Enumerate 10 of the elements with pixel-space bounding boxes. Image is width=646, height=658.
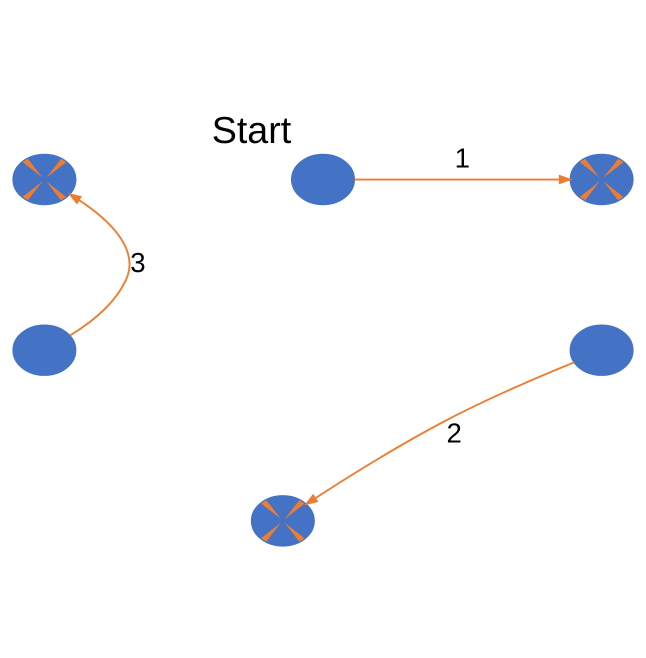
- arrow: [304, 361, 574, 505]
- arrow: [354, 174, 573, 184]
- node-label: Start: [212, 108, 292, 151]
- node-circle: [570, 324, 634, 376]
- edge-label: 2: [446, 417, 462, 448]
- node-circle: [291, 153, 355, 205]
- edge-label: 3: [130, 246, 146, 278]
- arrow: [68, 192, 130, 336]
- edge-label: 1: [454, 142, 470, 174]
- node-circle: [12, 324, 76, 376]
